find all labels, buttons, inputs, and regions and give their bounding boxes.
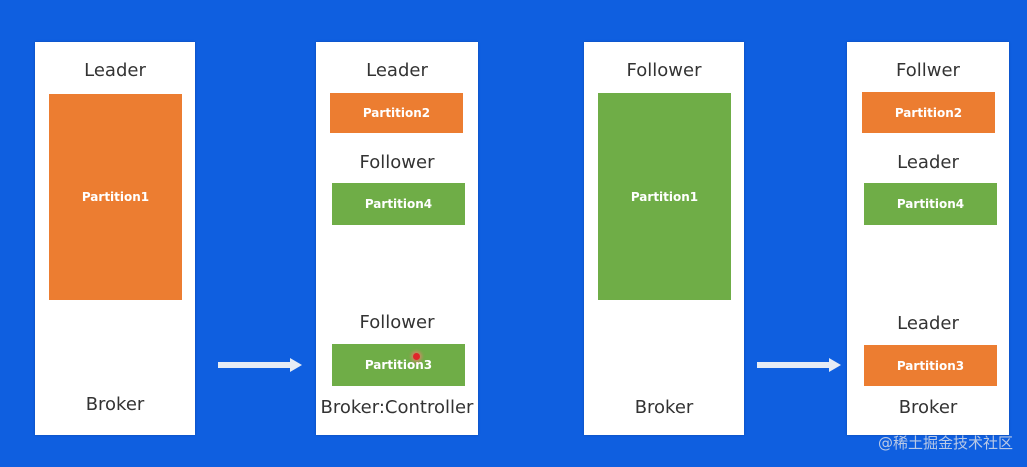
broker-label: Broker [898, 397, 958, 418]
role-label: Follower [359, 312, 435, 333]
partition-box: Partition2 [862, 92, 995, 133]
broker-2: Leader Partition2 Follower Partition4 Fo… [316, 42, 478, 435]
role-label: Follower [626, 60, 702, 81]
arrow-right-icon [218, 358, 302, 372]
partition-box: Partition4 [864, 183, 997, 225]
cursor-dot-icon [413, 353, 420, 360]
role-label: Leader [366, 60, 428, 81]
broker-label: Broker:Controller [320, 397, 474, 418]
partition-box: Partition1 [598, 93, 731, 300]
broker-1: Leader Partition1 Broker [35, 42, 195, 435]
partition-box: Partition3 [332, 344, 465, 386]
partition-box: Partition1 [49, 94, 182, 300]
broker-3: Follower Partition1 Broker [584, 42, 744, 435]
role-label: Leader [84, 60, 146, 81]
role-label: Follwer [896, 60, 960, 81]
partition-box: Partition4 [332, 183, 465, 225]
partition-box: Partition2 [330, 93, 463, 133]
role-label: Follower [359, 152, 435, 173]
partition-box: Partition3 [864, 345, 997, 386]
broker-label: Broker [85, 394, 145, 415]
broker-label: Broker [634, 397, 694, 418]
arrow-right-icon [757, 358, 841, 372]
broker-4: Follwer Partition2 Leader Partition4 Lea… [847, 42, 1009, 435]
role-label: Leader [897, 152, 959, 173]
role-label: Leader [897, 313, 959, 334]
watermark: @稀土掘金技术社区 [877, 434, 1013, 452]
